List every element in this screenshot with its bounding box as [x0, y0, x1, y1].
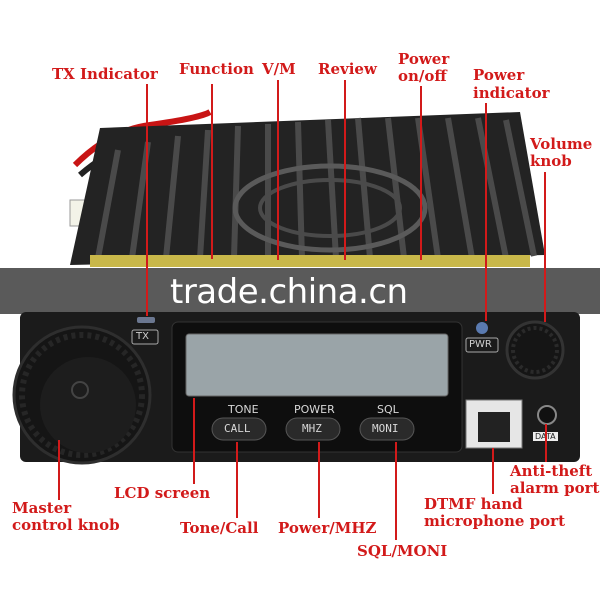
leader-review: [344, 80, 346, 260]
moni-button-label: MONI: [372, 422, 399, 435]
leader-power-mhz: [318, 442, 320, 518]
mhz-button-label: MHZ: [302, 422, 322, 435]
annotation-function: Function: [179, 60, 254, 78]
annotation-power-mhz: Power/MHZ: [278, 519, 377, 537]
leader-power-indicator: [485, 103, 487, 321]
annotation-master-knob-2: control knob: [12, 516, 120, 534]
power-led: [476, 322, 488, 334]
power-wire-red: [72, 109, 212, 168]
watermark-band: [0, 268, 600, 314]
watermark-text: trade.china.cn: [170, 272, 408, 312]
leader-master: [58, 440, 60, 500]
annotation-power-indicator-2: indicator: [473, 84, 550, 102]
annotation-power-onoff-2: on/off: [398, 67, 447, 85]
leader-tone-call: [236, 442, 238, 518]
tx-badge: TX: [136, 331, 149, 342]
annotation-power-indicator-1: Power: [473, 66, 525, 84]
leader-power-onoff: [420, 86, 422, 260]
sql-label: SQL: [377, 403, 399, 416]
leader-volume: [544, 172, 546, 322]
annotation-review: Review: [318, 60, 377, 78]
moni-button[interactable]: [359, 417, 415, 441]
call-button[interactable]: [211, 417, 267, 441]
tone-label: TONE: [228, 403, 259, 416]
annotation-volume-knob-1: Volume: [530, 135, 593, 153]
annotation-dtmf-2: microphone port: [424, 512, 566, 530]
pwr-badge: PWR: [469, 339, 492, 350]
leader-sql-moni: [395, 442, 397, 540]
lcd-screen: [185, 333, 449, 397]
annotation-tone-call: Tone/Call: [180, 519, 259, 537]
annotation-sql-moni: SQL/MONI: [357, 542, 448, 560]
power-label: POWER: [294, 403, 335, 416]
leader-tx: [146, 84, 148, 316]
volume-knob[interactable]: [505, 320, 565, 380]
mhz-button[interactable]: [285, 417, 341, 441]
annotation-power-onoff-1: Power: [398, 50, 450, 68]
annotation-vm: V/M: [262, 60, 296, 78]
annotation-antitheft-1: Anti-theft: [510, 462, 593, 480]
heatsink-body: [70, 112, 545, 265]
annotation-master-knob-1: Master: [12, 499, 72, 517]
anti-theft-alarm-port[interactable]: [537, 405, 557, 425]
leader-antitheft: [545, 424, 547, 462]
leader-vm: [277, 80, 279, 260]
annotation-antitheft-2: alarm port: [510, 479, 600, 497]
master-knob-logo: [71, 381, 89, 399]
leader-lcd: [193, 398, 195, 484]
heatsink-emblem: [232, 163, 428, 253]
leader-dtmf: [492, 448, 494, 494]
annotation-dtmf-1: DTMF hand: [424, 495, 523, 513]
annotation-lcd-screen: LCD screen: [114, 484, 211, 502]
warning-label-strip: [90, 255, 530, 267]
annotation-volume-knob-2: knob: [530, 152, 572, 170]
leader-function: [211, 84, 213, 259]
tx-led: [137, 317, 155, 323]
annotation-tx-indicator: TX Indicator: [52, 65, 158, 83]
call-button-label: CALL: [224, 422, 251, 435]
